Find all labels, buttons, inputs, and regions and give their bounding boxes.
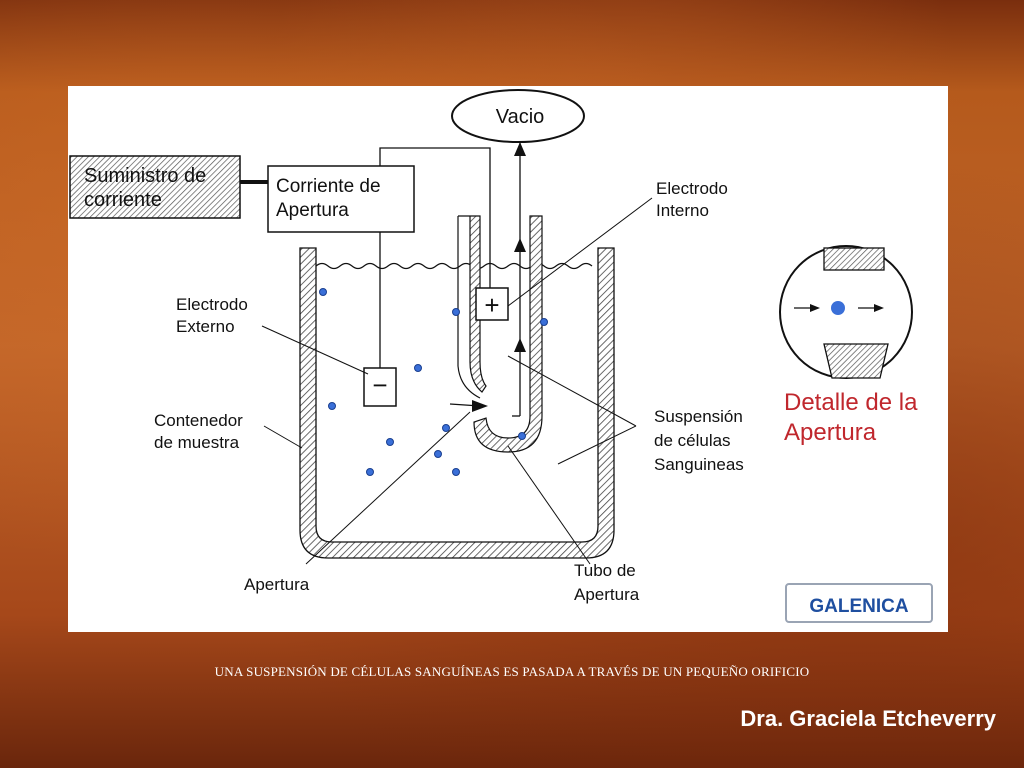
- blood-cells: [319, 288, 548, 476]
- electrodo-externo-label-2: Externo: [176, 317, 235, 336]
- corriente-box: [267, 165, 415, 233]
- suministro-label-2: corriente: [84, 189, 162, 211]
- aperture-tube: [458, 215, 487, 393]
- plus-symbol: +: [484, 290, 499, 320]
- cell: [319, 288, 327, 296]
- detalle-hatch-top: [823, 247, 885, 271]
- contenedor-label-1: Contenedor: [154, 411, 243, 430]
- galenica-logo-box: [785, 583, 933, 623]
- electrodo-interno-label-1: Electrodo: [656, 179, 728, 198]
- tubo-label-2: Apertura: [574, 585, 640, 604]
- contenedor-label-2: de muestra: [154, 433, 240, 452]
- coulter-diagram: Vacio Suministro de corriente Corriente …: [69, 89, 933, 623]
- electrodo-interno-label-2: Interno: [656, 201, 709, 220]
- diagram-panel: Vacio Suministro de corriente Corriente …: [68, 86, 948, 632]
- external-electrode: [363, 367, 397, 407]
- vacio-ellipse: [451, 89, 585, 143]
- cell: [452, 308, 460, 316]
- leader-lines: [261, 197, 653, 565]
- cell: [414, 364, 422, 372]
- suministro-box: [69, 155, 241, 219]
- cell: [540, 318, 548, 326]
- corriente-label-2: Apertura: [276, 200, 349, 221]
- cell: [442, 424, 450, 432]
- sample-container: [299, 247, 615, 559]
- author-name: Dra. Graciela Etcheverry: [740, 706, 996, 731]
- slide-caption: UNA SUSPENSIÓN DE CÉLULAS SANGUÍNEAS ES …: [214, 664, 810, 679]
- tubo-label-1: Tubo de: [574, 561, 636, 580]
- galenica-logo: GALENICA: [809, 596, 909, 617]
- wire-external: [379, 147, 491, 298]
- detalle-hatch-bottom: [823, 343, 889, 379]
- detalle-label-1: Detalle de la: [784, 389, 918, 416]
- detalle-cell: [831, 301, 845, 315]
- corriente-label-1: Corriente de: [276, 176, 381, 197]
- cell: [386, 438, 394, 446]
- detalle-label-2: Apertura: [784, 419, 877, 446]
- cell: [518, 432, 526, 440]
- liquid-surface: [315, 262, 593, 270]
- vacio-label: Vacio: [496, 106, 545, 128]
- suspension-label-3: Sanguineas: [654, 455, 744, 474]
- electrodo-externo-label-1: Electrodo: [176, 295, 248, 314]
- cell: [452, 468, 460, 476]
- cell: [434, 450, 442, 458]
- suspension-label-2: de células: [654, 431, 731, 450]
- suministro-label-1: Suministro de: [84, 165, 206, 187]
- cell: [328, 402, 336, 410]
- aperture-tube-body: [473, 215, 543, 453]
- apertura-label: Apertura: [244, 575, 310, 594]
- suspension-label-1: Suspensión: [654, 407, 743, 426]
- minus-symbol: −: [372, 370, 387, 400]
- internal-electrode: [475, 287, 509, 321]
- cell: [366, 468, 374, 476]
